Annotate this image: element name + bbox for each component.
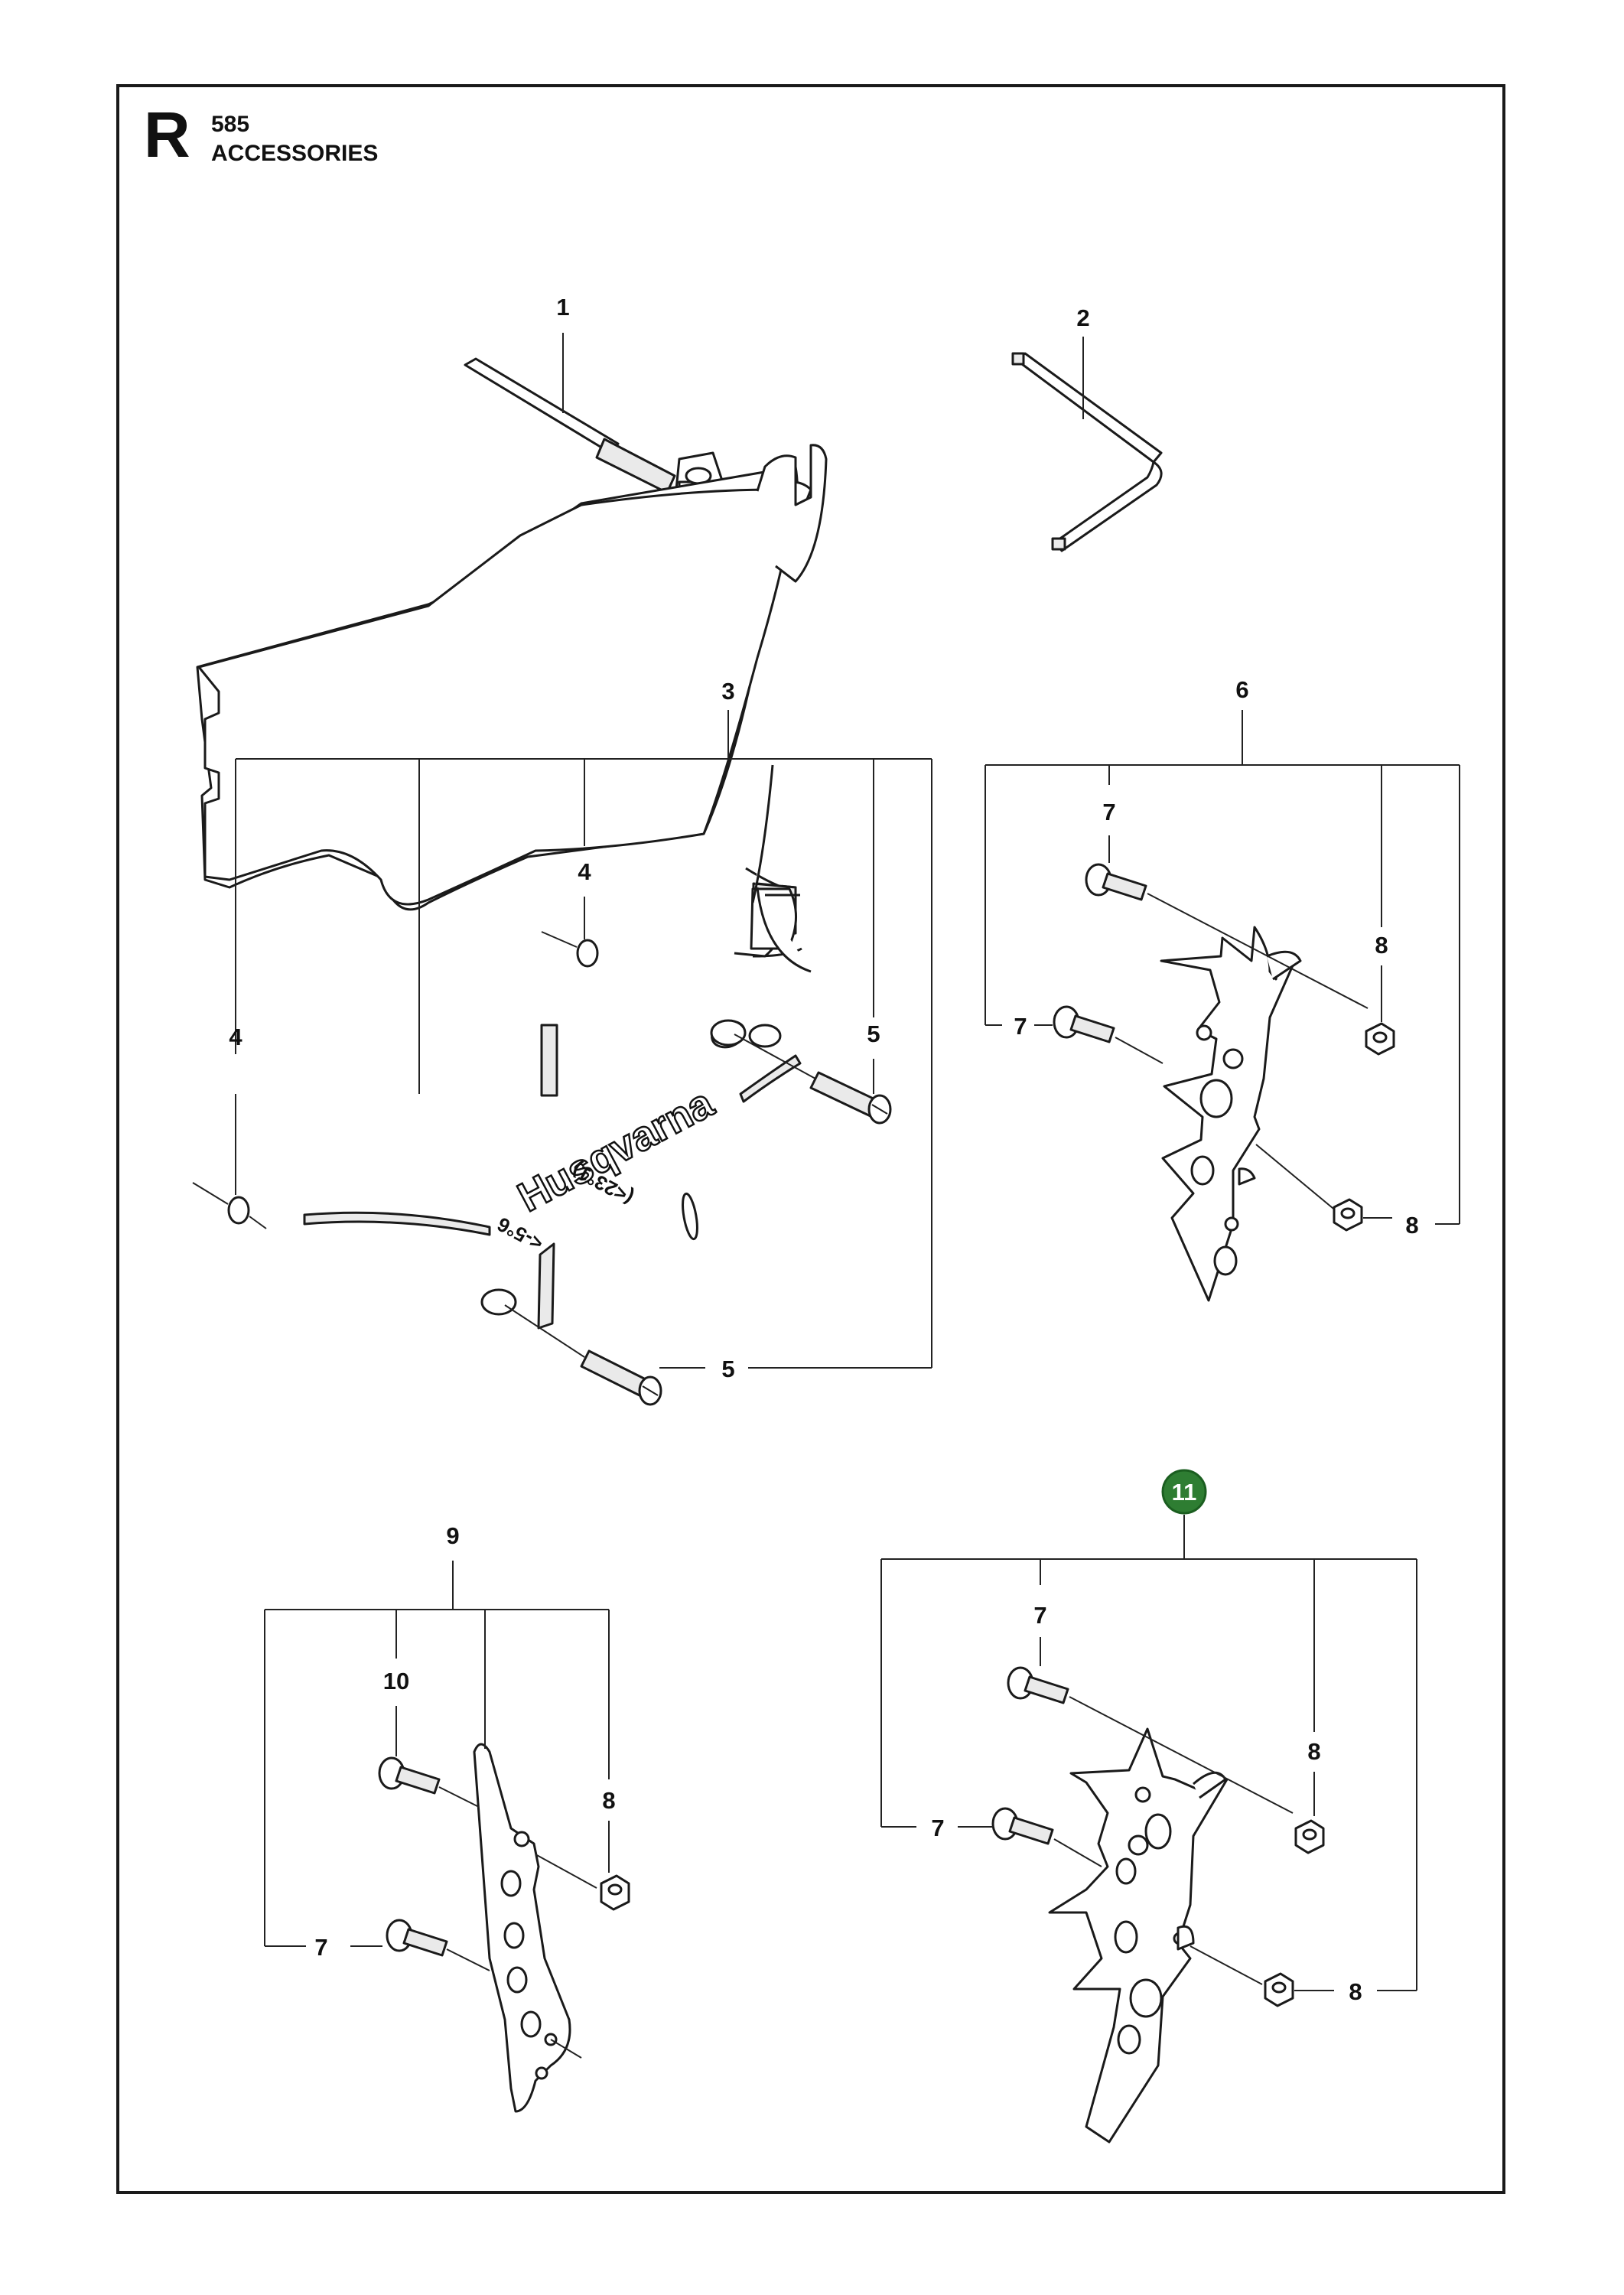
callout-2: 2 <box>1076 304 1089 331</box>
cover-marking-left: <-5°6 <box>493 1213 547 1255</box>
leader-line <box>1147 893 1369 1009</box>
callout-7: 7 <box>931 1815 944 1841</box>
group-9-bracket <box>264 1561 610 1947</box>
callout-8: 8 <box>602 1787 615 1814</box>
part-4-o-ring[interactable] <box>227 1196 250 1225</box>
model-number: 585 <box>211 112 250 137</box>
callout-4: 4 <box>578 858 591 885</box>
part-7-screw[interactable] <box>386 1919 448 1957</box>
part-5-screw[interactable] <box>580 1349 662 1406</box>
callout-11-highlight[interactable]: 11 <box>1161 1469 1207 1515</box>
callout-7: 7 <box>314 1934 327 1961</box>
callout-8: 8 <box>1349 1978 1362 2005</box>
part-4-o-ring[interactable] <box>576 939 599 968</box>
callout-1: 1 <box>556 294 569 321</box>
leader-line <box>1115 1037 1163 1064</box>
leader-line <box>192 1182 229 1205</box>
leader-line <box>249 1216 267 1229</box>
callout-6: 6 <box>1235 676 1248 703</box>
part-7-screw[interactable] <box>991 1807 1054 1845</box>
diagram-frame <box>116 84 1505 2194</box>
leader-line <box>1255 1144 1338 1213</box>
group-3-bracket <box>235 710 932 1369</box>
leader-line <box>734 1034 816 1079</box>
callout-8: 8 <box>1307 1738 1320 1765</box>
callout-8: 8 <box>1405 1212 1418 1239</box>
group-11-bracket <box>880 1515 1417 1991</box>
part-7-screw[interactable] <box>1007 1666 1069 1704</box>
part-3-bar-cover[interactable]: Husqvarna <-5°6 (<23°1) <box>196 444 828 1330</box>
part-2-hex-key[interactable] <box>1011 352 1163 552</box>
callout-8: 8 <box>1375 932 1388 959</box>
part-6-bumper-spike[interactable] <box>1160 926 1302 1302</box>
callout-5: 5 <box>721 1356 734 1382</box>
part-9-bumper[interactable] <box>473 1743 571 2113</box>
section-letter: R <box>144 99 190 171</box>
leader-line <box>1190 1945 1263 1985</box>
part-7-screw[interactable] <box>1053 1005 1115 1043</box>
leader-line <box>1053 1838 1102 1867</box>
leader-line <box>1069 1696 1294 1814</box>
leader-line <box>541 931 578 948</box>
callout-7: 7 <box>1102 799 1115 825</box>
part-11-bumper-spike-kit[interactable] <box>1048 1727 1229 2144</box>
leader-line <box>504 1304 585 1358</box>
callout-7: 7 <box>1033 1602 1046 1629</box>
leader-line <box>550 2039 582 2059</box>
callout-9: 9 <box>446 1522 459 1549</box>
part-8-nut[interactable] <box>1264 1972 1294 2007</box>
leader-line <box>438 1786 480 1808</box>
callout-3: 3 <box>721 678 734 705</box>
callout-11: 11 <box>1172 1479 1197 1506</box>
callout-7: 7 <box>1014 1013 1027 1040</box>
part-5-screw[interactable] <box>809 1071 892 1125</box>
callout-4: 4 <box>229 1024 242 1050</box>
part-8-nut[interactable] <box>1294 1819 1325 1854</box>
leader-line <box>535 1854 597 1889</box>
part-10-screw[interactable] <box>378 1756 441 1795</box>
callout-10: 10 <box>383 1668 409 1694</box>
highlight-badge <box>1161 1469 1207 1515</box>
group-6-bracket <box>984 710 1460 1225</box>
leader-line <box>446 1948 490 1971</box>
callout-5: 5 <box>867 1021 880 1047</box>
section-title: ACCESSORIES <box>211 141 379 166</box>
part-8-nut[interactable] <box>600 1874 630 1911</box>
part-7-screw[interactable] <box>1085 863 1147 901</box>
